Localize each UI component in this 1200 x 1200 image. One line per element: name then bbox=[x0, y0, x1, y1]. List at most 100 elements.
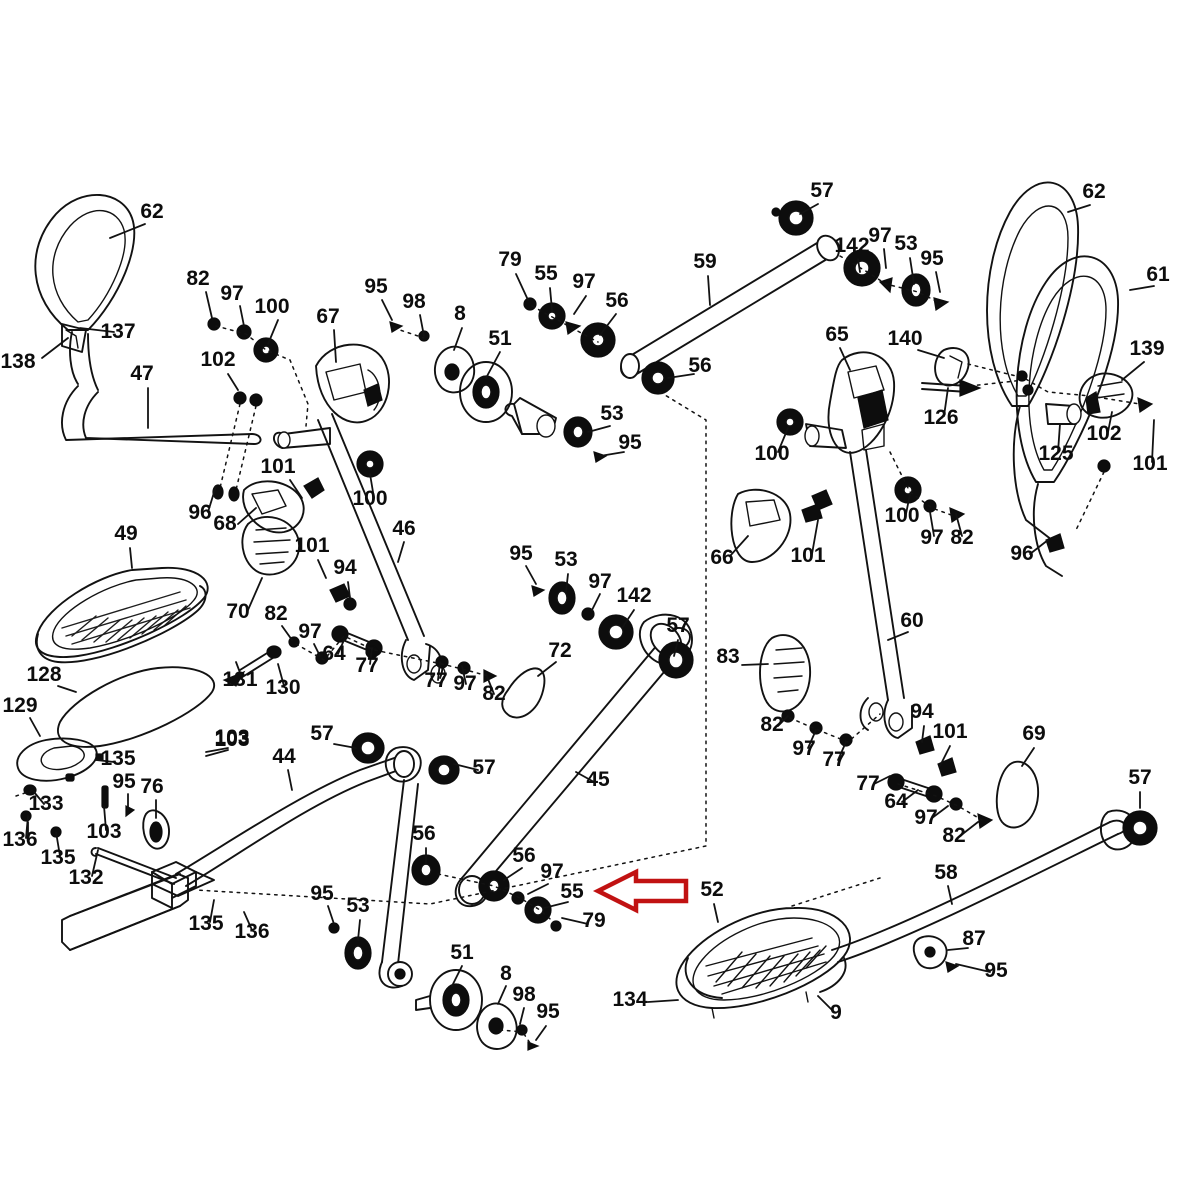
callout-136: 136 bbox=[234, 911, 270, 943]
callout-130: 130 bbox=[265, 663, 301, 699]
part-number-label: 79 bbox=[582, 909, 605, 932]
part-8-bushing-top bbox=[433, 345, 475, 394]
callout-95: 95 bbox=[364, 275, 393, 321]
part-number-label: 97 bbox=[540, 860, 563, 883]
part-51-roller-lower bbox=[415, 969, 483, 1031]
pedal-foot-r1 bbox=[711, 1007, 715, 1019]
part-number-label: 57 bbox=[310, 722, 333, 745]
callout-77: 77 bbox=[822, 741, 847, 771]
part-97-nut-b bbox=[511, 891, 525, 905]
part-128-pedal-base bbox=[57, 666, 215, 748]
part-number-label: 58 bbox=[934, 861, 958, 884]
part-number-label: 134 bbox=[612, 988, 647, 1011]
part-number-label: 76 bbox=[140, 775, 163, 798]
part-97-arrow-142 bbox=[878, 277, 893, 294]
part-number-label: 138 bbox=[0, 350, 35, 373]
part-number-label: 95 bbox=[536, 1000, 560, 1023]
callout-leader bbox=[807, 729, 817, 749]
part-number-label: 94 bbox=[333, 556, 357, 579]
part-72-cover bbox=[501, 667, 546, 719]
callout-53: 53 bbox=[346, 894, 370, 941]
callout-leader bbox=[839, 347, 851, 371]
callout-leader bbox=[591, 593, 601, 611]
part-101-pin-r bbox=[937, 757, 957, 777]
callout-100: 100 bbox=[254, 295, 290, 345]
callout-leader bbox=[673, 639, 679, 657]
part-number-label: 9 bbox=[830, 1001, 842, 1024]
part-94-pin-left bbox=[343, 597, 357, 611]
part-51-roller-top bbox=[459, 361, 513, 423]
callout-leader bbox=[929, 511, 935, 537]
part-number-label: 8 bbox=[500, 962, 512, 985]
callout-leader bbox=[41, 337, 69, 359]
callout-60: 60 bbox=[887, 609, 924, 641]
part-53-washer-lower bbox=[344, 936, 372, 970]
callout-56: 56 bbox=[503, 844, 536, 881]
part-94-pin-right bbox=[915, 735, 935, 755]
callout-leader bbox=[453, 327, 463, 351]
callout-62: 62 bbox=[109, 200, 164, 239]
callout-leader bbox=[527, 883, 549, 895]
assembly-line-left-fasteners bbox=[295, 635, 489, 677]
callout-leader bbox=[799, 203, 819, 215]
part-number-label: 53 bbox=[894, 232, 917, 255]
callout-leader bbox=[281, 625, 293, 641]
callout-leader bbox=[33, 791, 45, 805]
callout-125: 125 bbox=[1038, 423, 1074, 465]
callout-137: 137 bbox=[79, 320, 136, 343]
callout-101: 101 bbox=[790, 519, 826, 567]
callout-leader bbox=[707, 275, 711, 306]
callout-101: 101 bbox=[932, 720, 968, 767]
part-47-lower-tube bbox=[61, 385, 262, 445]
callout-47: 47 bbox=[130, 362, 154, 429]
callout-leader bbox=[537, 661, 557, 677]
part-95-arrow-58 bbox=[945, 961, 960, 973]
callout-leader bbox=[369, 473, 375, 499]
callout-leader bbox=[959, 821, 979, 837]
callout-98: 98 bbox=[512, 983, 536, 1025]
callout-102: 102 bbox=[200, 348, 239, 391]
part-57-bearing-b bbox=[428, 755, 460, 785]
part-number-label: 60 bbox=[900, 609, 923, 632]
part-82-arrow-r2 bbox=[977, 813, 994, 830]
callout-leader bbox=[453, 763, 479, 771]
callout-leader bbox=[497, 985, 507, 1005]
callout-leader bbox=[247, 577, 263, 611]
callout-97: 97 bbox=[868, 224, 892, 269]
callout-leader bbox=[289, 479, 303, 499]
callout-57: 57 bbox=[453, 756, 496, 779]
center-axle-housing bbox=[504, 397, 557, 438]
assembly-line-right-mid bbox=[889, 451, 955, 517]
callout-leader bbox=[955, 513, 963, 537]
callout-leader bbox=[235, 661, 243, 679]
callout-leader bbox=[207, 485, 217, 513]
part-number-label: 79 bbox=[498, 248, 521, 271]
assembly-line-ul bbox=[215, 325, 309, 427]
assembly-line-102-right bbox=[1075, 471, 1105, 531]
callout-leader bbox=[621, 609, 635, 629]
part-number-label: 51 bbox=[488, 327, 512, 350]
callout-leader bbox=[777, 715, 789, 727]
part-56-bearing-59 bbox=[641, 361, 675, 395]
callout-leader bbox=[485, 673, 495, 695]
part-number-label: 139 bbox=[1129, 337, 1164, 360]
callout-95: 95 bbox=[599, 431, 642, 457]
callout-leader bbox=[729, 535, 749, 557]
part-83-grip bbox=[759, 634, 811, 713]
left-stub-tube bbox=[273, 427, 331, 449]
callout-56: 56 bbox=[667, 354, 712, 379]
callout-64: 64 bbox=[322, 639, 346, 665]
part-number-label: 67 bbox=[316, 305, 339, 328]
part-number-label: 57 bbox=[666, 614, 689, 637]
highlight-arrow bbox=[592, 868, 689, 914]
callout-57: 57 bbox=[1128, 766, 1152, 809]
part-70-mount bbox=[241, 516, 301, 576]
part-95-arrow-45 bbox=[531, 585, 546, 597]
part-87-boss bbox=[912, 935, 948, 970]
callout-leader bbox=[1057, 423, 1061, 453]
callout-leader bbox=[461, 665, 467, 685]
callout-leader bbox=[565, 573, 569, 593]
part-97-r2 bbox=[949, 797, 963, 811]
part-46-arm bbox=[317, 413, 446, 684]
callout-leader bbox=[573, 295, 587, 315]
